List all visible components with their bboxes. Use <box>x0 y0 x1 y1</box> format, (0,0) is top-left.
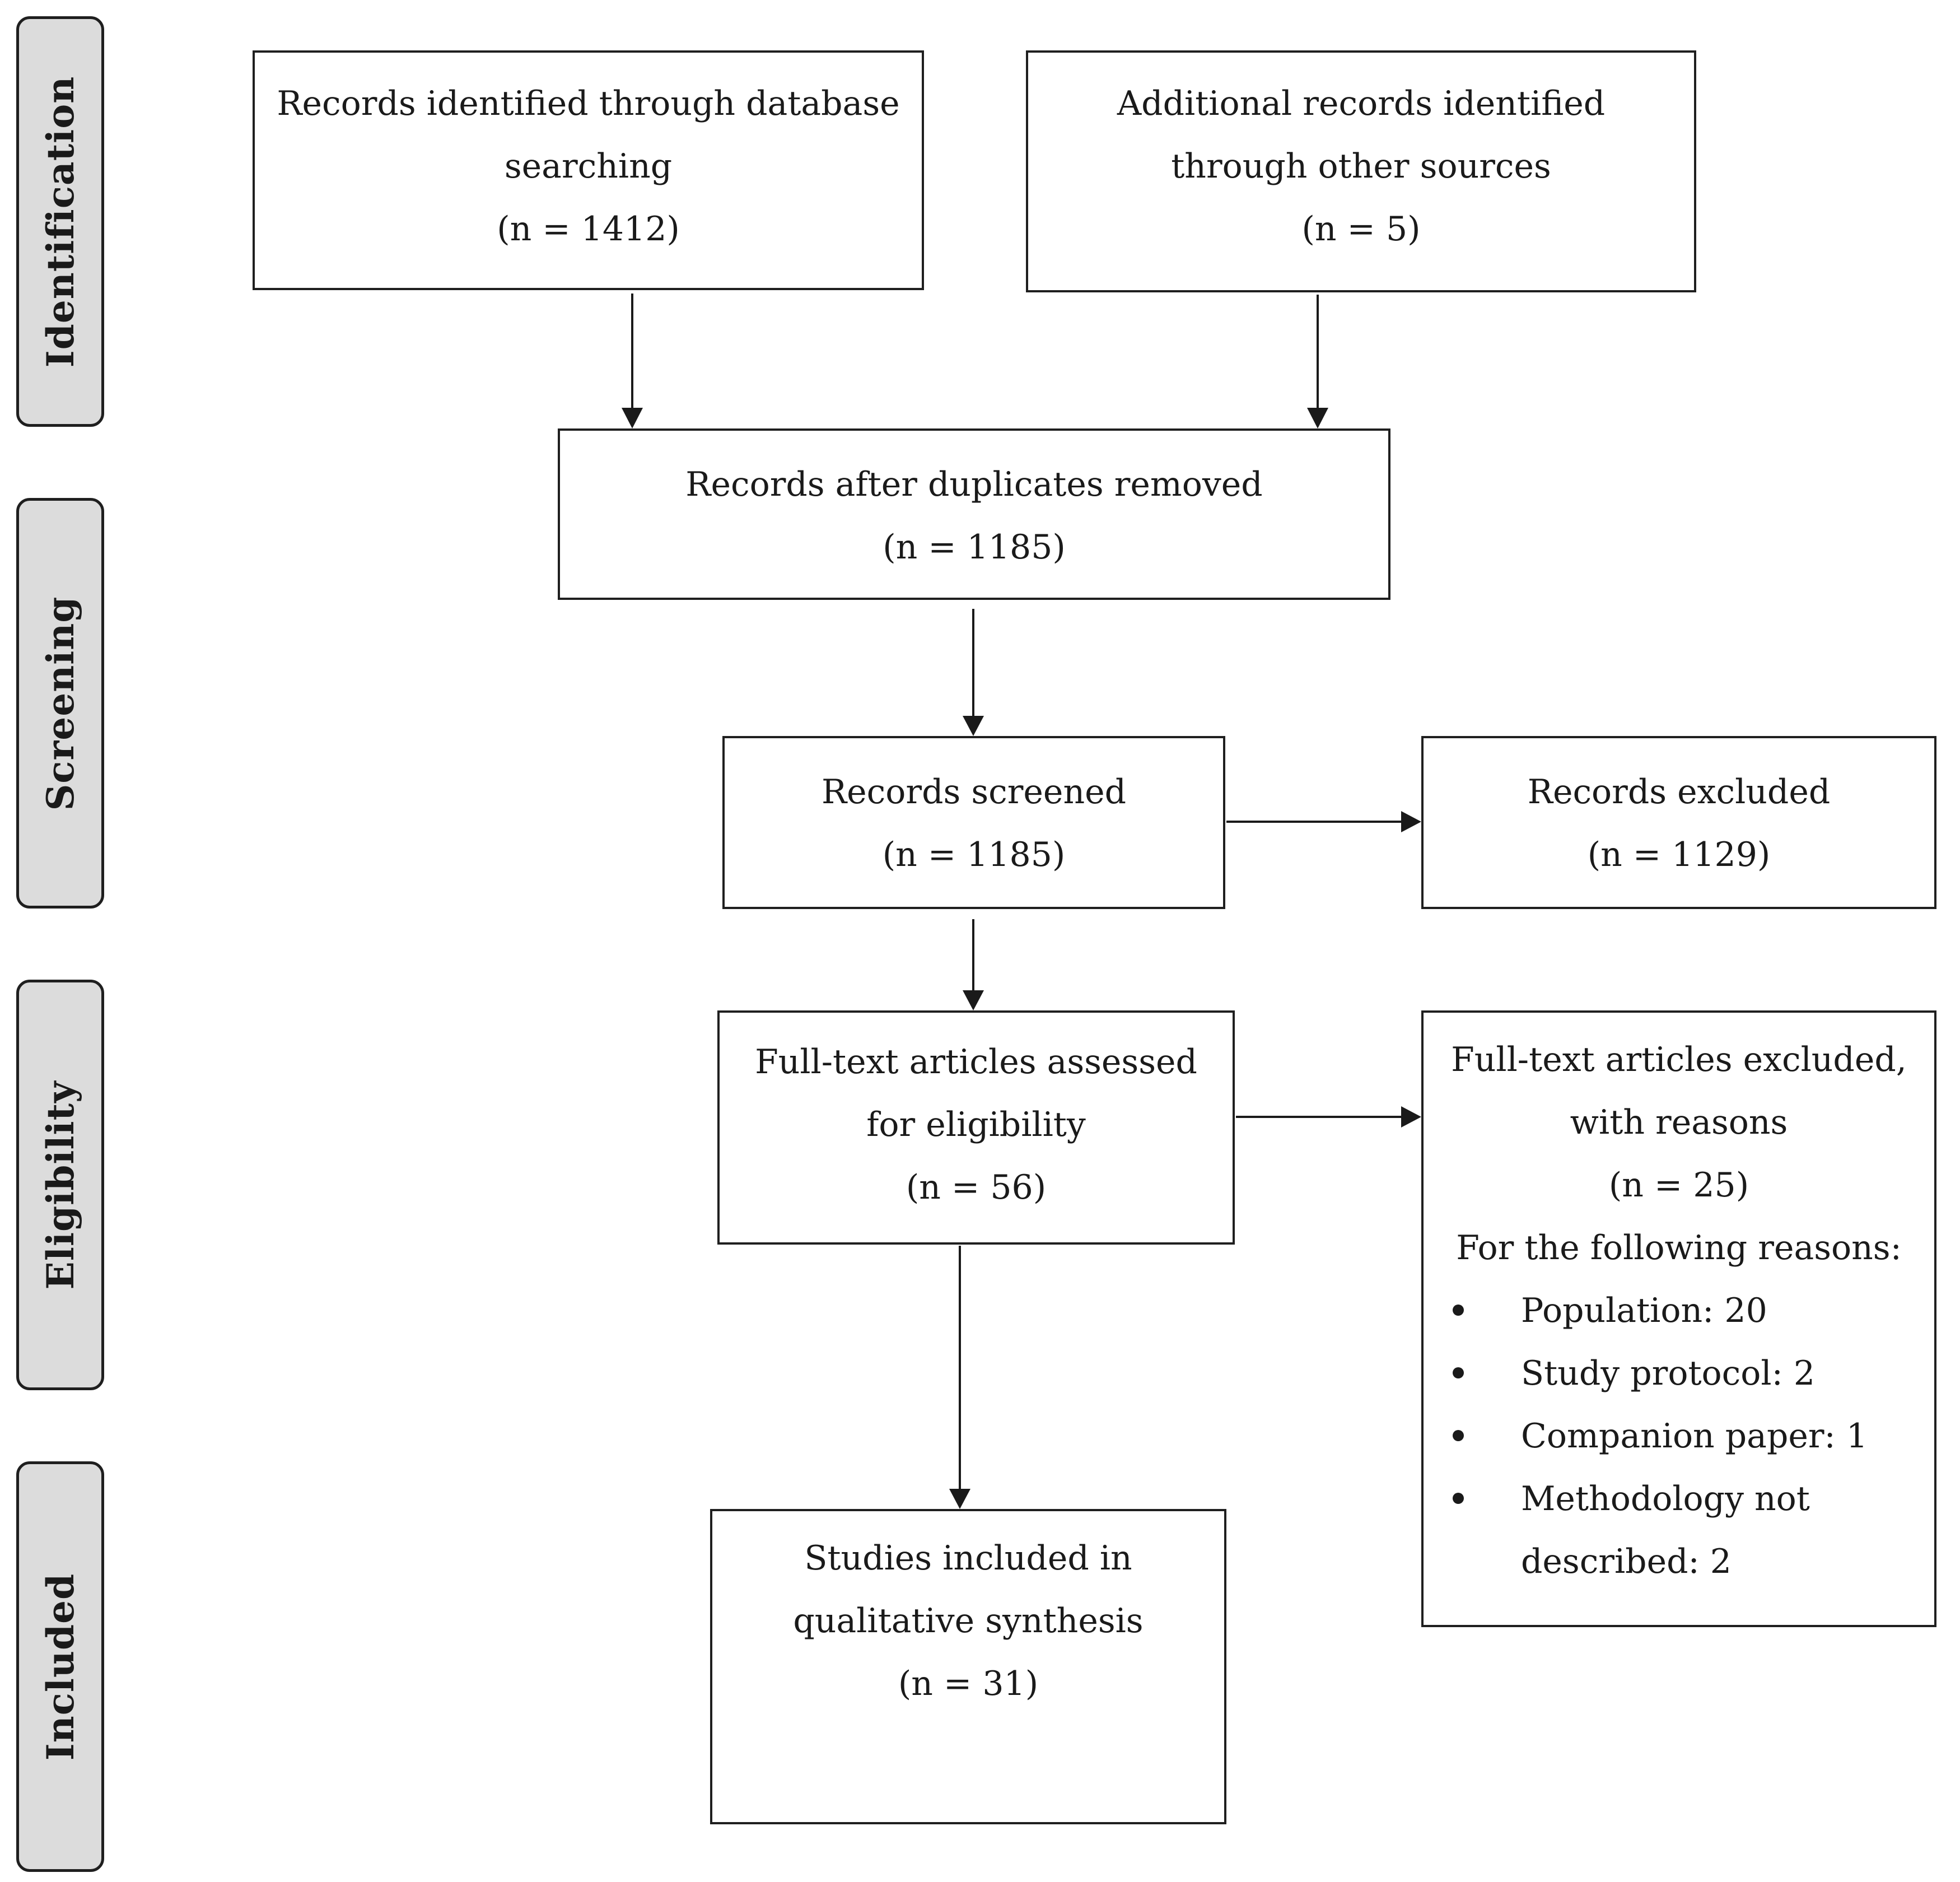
stage-label: Identification <box>38 76 82 367</box>
box-other-sources: Additional records identified through ot… <box>1026 50 1696 292</box>
box-fulltext-assessed: Full-text articles assessed for eligibil… <box>717 1010 1235 1245</box>
box-studies-included: Studies included in qualitative synthesi… <box>710 1509 1226 1824</box>
arrowhead <box>1307 408 1328 428</box>
box-text-line: Studies included in <box>804 1539 1132 1578</box>
stage-label: Screening <box>38 596 82 810</box>
box-text-line: (n = 1185) <box>882 835 1066 874</box>
box-text-line: Records after duplicates removed <box>685 465 1263 504</box>
box-text-line: (n = 25) <box>1608 1166 1749 1205</box>
box-text-line: Full-text articles excluded, <box>1451 1040 1907 1079</box>
stage-label: Included <box>38 1573 82 1760</box>
reason-text: Methodology not <box>1521 1479 1810 1518</box>
box-text-line: (n = 56) <box>906 1168 1047 1207</box>
bullet-icon <box>1453 1367 1464 1378</box>
exclusion-reason-item: Population: 20 <box>1424 1279 1934 1342</box>
bullet-icon <box>1453 1493 1464 1504</box>
stage-screening: Screening <box>16 498 104 909</box>
exclusion-reason-item: Companion paper: 1 <box>1424 1405 1934 1468</box>
box-database-records: Records identified through database sear… <box>253 50 924 290</box>
box-text-line: through other sources <box>1171 147 1551 186</box>
box-text-line: (n = 1129) <box>1587 835 1771 874</box>
reason-text: described: 2 <box>1521 1542 1732 1581</box>
exclusion-reasons-list: Population: 20 Study protocol: 2 Compani… <box>1424 1279 1934 1593</box>
stage-label: Eligibility <box>38 1080 82 1289</box>
box-text-line: with reasons <box>1570 1103 1788 1142</box>
box-text-line: Records excluded <box>1527 772 1831 812</box>
box-fulltext-excluded: Full-text articles excluded, with reason… <box>1421 1010 1936 1627</box>
reason-text: Companion paper: 1 <box>1521 1417 1868 1456</box>
box-text-line: (n = 5) <box>1301 209 1421 249</box>
box-text-line: Additional records identified <box>1117 84 1606 123</box>
arrowhead <box>622 408 643 428</box>
box-text-line: for eligibility <box>866 1105 1086 1144</box>
box-text-line: Records identified through database <box>277 84 900 123</box>
bullet-icon <box>1453 1430 1464 1441</box>
stage-identification: Identification <box>16 16 104 427</box>
arrowhead <box>963 716 984 736</box>
box-records-excluded: Records excluded (n = 1129) <box>1421 736 1936 909</box>
stage-included: Included <box>16 1461 104 1872</box>
stage-eligibility: Eligibility <box>16 980 104 1390</box>
box-text-line: (n = 1412) <box>497 209 680 249</box>
box-text-line: Full-text articles assessed <box>755 1042 1197 1082</box>
box-text-line: (n = 31) <box>898 1664 1039 1703</box>
arrowhead <box>963 990 984 1010</box>
box-duplicates-removed: Records after duplicates removed (n = 11… <box>558 428 1390 600</box>
reason-text: Study protocol: 2 <box>1521 1354 1816 1393</box>
reason-text: Population: 20 <box>1521 1291 1767 1330</box>
exclusion-reason-item: Study protocol: 2 <box>1424 1342 1934 1405</box>
arrowhead <box>949 1489 970 1509</box>
box-text-line: searching <box>504 147 673 186</box>
box-text-line: For the following reasons: <box>1456 1228 1902 1268</box>
arrowhead <box>1401 811 1421 832</box>
bullet-icon <box>1453 1305 1464 1316</box>
box-records-screened: Records screened (n = 1185) <box>722 736 1225 909</box>
exclusion-reason-item: Methodology not described: 2 <box>1424 1468 1934 1593</box>
box-text-line: (n = 1185) <box>883 528 1066 567</box>
arrowhead <box>1401 1106 1421 1128</box>
box-text-line: Records screened <box>821 772 1126 812</box>
box-text-line: qualitative synthesis <box>793 1601 1144 1641</box>
